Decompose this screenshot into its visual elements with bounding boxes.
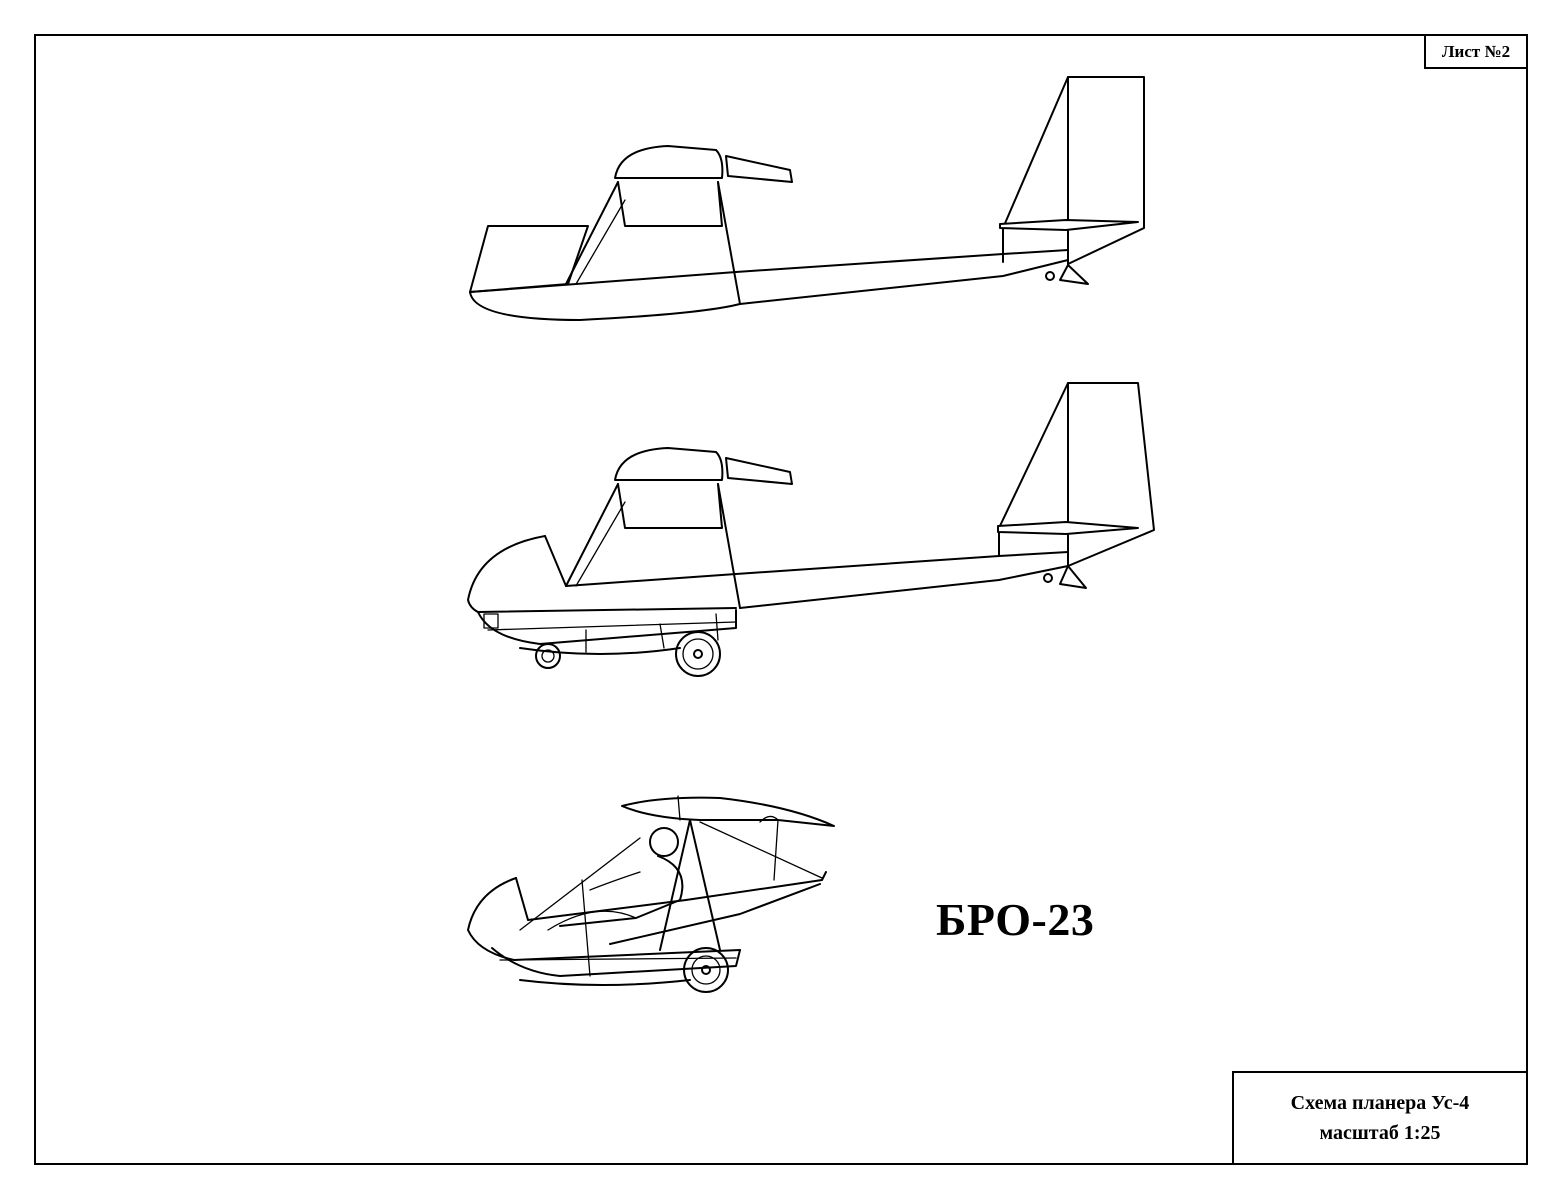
frame-rib bbox=[659, 623, 665, 649]
rear-frame-top bbox=[685, 871, 827, 901]
tail-wheel bbox=[1045, 271, 1055, 281]
tail-boom-bottom bbox=[739, 565, 1069, 609]
rear-frame-diagonal bbox=[609, 883, 821, 945]
frame-rib bbox=[715, 613, 719, 641]
skid bbox=[519, 979, 691, 986]
front-strut bbox=[565, 181, 619, 285]
rear-strut bbox=[717, 483, 741, 609]
rear-strut bbox=[717, 181, 741, 305]
fuselage-seat-line bbox=[469, 271, 737, 293]
stabilizer bbox=[999, 219, 1139, 231]
main-wheel-hub bbox=[691, 955, 721, 985]
wing-airfoil bbox=[621, 796, 835, 827]
pilot-body bbox=[559, 855, 684, 927]
pilot-helmet bbox=[649, 827, 679, 857]
cockpit-detail-view bbox=[467, 795, 835, 993]
sheet-number-label: Лист №2 bbox=[1441, 41, 1511, 61]
lower-frame bbox=[491, 947, 741, 977]
fuselage-keel bbox=[469, 291, 741, 321]
tail-boom-top bbox=[735, 551, 1069, 575]
tail-boom-bottom bbox=[739, 259, 1069, 305]
nose-wheel bbox=[535, 643, 561, 669]
cage-strut bbox=[699, 821, 823, 879]
aileron bbox=[725, 155, 793, 183]
wing-spar bbox=[677, 795, 681, 821]
rear-bracket bbox=[759, 815, 779, 881]
tail-boom-top bbox=[735, 249, 1069, 273]
lower-frame bbox=[477, 609, 737, 645]
seat-line bbox=[527, 899, 687, 921]
title-line-2: масштаб 1:25 bbox=[1319, 1122, 1441, 1144]
main-wheel-axle bbox=[693, 649, 703, 659]
rudder bbox=[1067, 76, 1145, 265]
fairing-edge bbox=[515, 877, 529, 921]
sheet-number: Лист №2 bbox=[1424, 34, 1528, 69]
pilot-arm bbox=[589, 871, 641, 891]
seat-line bbox=[565, 573, 737, 587]
nose-fairing bbox=[467, 535, 737, 613]
main-wheel-hub bbox=[682, 638, 714, 670]
tail-wheel bbox=[1043, 573, 1053, 583]
stabilizer bbox=[997, 521, 1139, 535]
cage-strut bbox=[689, 819, 721, 951]
main-wheel bbox=[675, 631, 721, 677]
cage-strut bbox=[519, 837, 641, 931]
nose-box bbox=[469, 225, 589, 293]
glider-side-view-fairing bbox=[467, 382, 1155, 677]
drawing-frame bbox=[34, 34, 1528, 1165]
cage-strut bbox=[659, 819, 691, 951]
lower-frame-rail bbox=[487, 621, 737, 631]
nose-wheel-hub bbox=[541, 649, 555, 663]
front-strut bbox=[565, 483, 619, 587]
pilot-leg bbox=[547, 910, 637, 931]
aileron bbox=[725, 457, 793, 485]
front-strut-inner bbox=[575, 501, 626, 587]
wing-root bbox=[614, 447, 724, 481]
lower-frame-rail bbox=[499, 957, 737, 961]
wing-root bbox=[614, 145, 724, 179]
title-line-1: Схема планера Ус-4 bbox=[1290, 1092, 1470, 1114]
title-block: Схема планера Ус-4 масштаб 1:25 bbox=[1232, 1071, 1528, 1165]
nose-fairing bbox=[467, 877, 741, 961]
cage-strut bbox=[581, 879, 591, 977]
fin-leading-edge bbox=[1002, 76, 1069, 263]
main-wheel bbox=[683, 947, 729, 993]
pylon bbox=[617, 181, 723, 227]
front-strut-inner bbox=[575, 199, 626, 285]
model-label: БРО-23 bbox=[936, 894, 1095, 945]
glider-side-view-basic bbox=[469, 76, 1145, 321]
tail-skid bbox=[1059, 565, 1087, 589]
rudder bbox=[1067, 382, 1155, 567]
fairing-edge bbox=[544, 535, 567, 587]
nose-fitting bbox=[483, 613, 499, 629]
main-wheel-axle bbox=[701, 965, 711, 975]
pylon bbox=[617, 483, 723, 529]
tail-skid bbox=[1059, 264, 1089, 285]
